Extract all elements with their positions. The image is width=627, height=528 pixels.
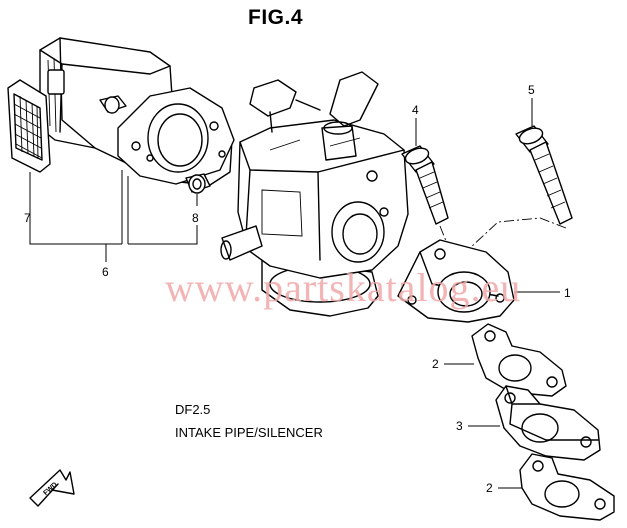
- callout-5: 5: [528, 83, 535, 97]
- fwd-arrow-icon: FWD: [29, 469, 75, 507]
- callout-2-upper: 2: [432, 357, 439, 371]
- model-label: DF2.5: [175, 402, 211, 417]
- intake-pipe: [397, 239, 515, 323]
- bolt-short: [401, 145, 449, 225]
- callout-4: 4: [412, 103, 419, 117]
- carburetor: [220, 71, 409, 317]
- callout-2-lower: 2: [486, 481, 493, 495]
- section-label: INTAKE PIPE/SILENCER: [175, 425, 323, 440]
- bolt-long: [515, 125, 573, 225]
- callout-8: 8: [192, 211, 199, 225]
- callout-6: 6: [102, 265, 109, 279]
- watermark: www.partskatalog.eu: [165, 265, 522, 310]
- silencer-case: [39, 37, 235, 186]
- callout-1: 1: [564, 286, 571, 300]
- callout-7: 7: [24, 211, 31, 225]
- callout-3: 3: [456, 419, 463, 433]
- assembly-line-5: [469, 217, 567, 249]
- gasket-upper: [471, 323, 567, 397]
- gasket-lower: [519, 453, 615, 521]
- insulator: [495, 385, 601, 461]
- figure-title: FIG.4: [248, 6, 304, 29]
- collar: [185, 173, 211, 194]
- filter-element: [7, 79, 51, 173]
- leader-lines: [29, 98, 560, 489]
